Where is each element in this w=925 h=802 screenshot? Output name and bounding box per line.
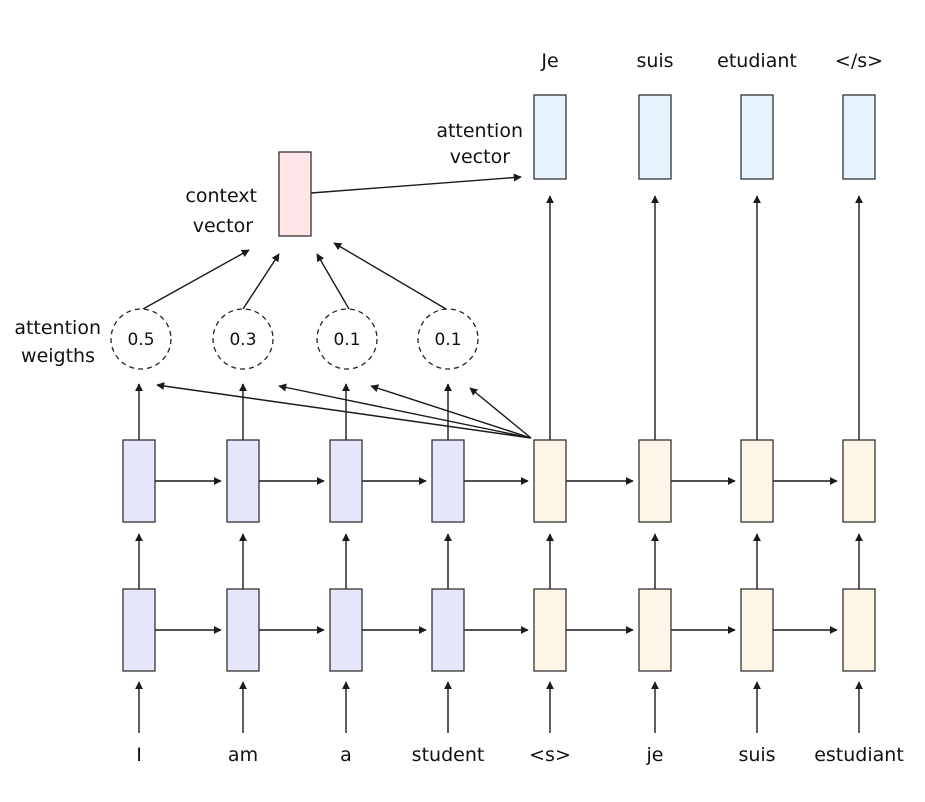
attention-vector-cell (533, 94, 567, 180)
attention-vector-label-line2: vector (450, 146, 510, 168)
attention-weight-circle (417, 308, 479, 370)
weight-to-context-arrow (142, 249, 250, 310)
decoder-cell-layer2 (638, 439, 672, 523)
attention-vector-cell (842, 94, 876, 180)
context-to-attention-vector-arrow (310, 173, 522, 194)
decoder-cell-layer1 (638, 588, 672, 672)
encoder-cell-layer1 (431, 588, 465, 672)
context-vector-label-line1: context (185, 185, 257, 207)
weight-to-context-arrow (333, 242, 447, 310)
source-token: a (340, 744, 352, 766)
source-token: I (136, 744, 142, 766)
output-token: suis (636, 50, 673, 72)
weight-to-context-arrow (316, 253, 350, 310)
encoder-cell-layer1 (122, 588, 156, 672)
score-arrow (278, 383, 532, 439)
encoder-cell-layer2 (122, 439, 156, 523)
encoder-cell-layer1 (329, 588, 363, 672)
decoder-cell-layer2 (740, 439, 774, 523)
decoder-cell-layer1 (740, 588, 774, 672)
score-arrow (156, 382, 532, 439)
attention-weight-circle (110, 308, 172, 370)
source-token: student (412, 744, 485, 766)
attention-weights-label-line2: weigths (21, 345, 95, 367)
attention-weight-value: 0.3 (229, 330, 256, 350)
attention-vector-cell (638, 94, 672, 180)
output-token: etudiant (717, 50, 797, 72)
source-token: am (228, 744, 258, 766)
attention-weight-value: 0.1 (434, 330, 461, 350)
target-input-token: je (646, 744, 664, 766)
encoder-cell-layer2 (431, 439, 465, 523)
decoder-cell-layer2 (842, 439, 876, 523)
decoder-cell-layer1 (533, 588, 567, 672)
attention-weight-circle (212, 308, 274, 370)
edges (135, 173, 863, 733)
nodes (110, 94, 876, 672)
attention-weight-value: 0.1 (333, 330, 360, 350)
target-input-token: suis (738, 744, 775, 766)
encoder-cell-layer2 (329, 439, 363, 523)
decoder-cell-layer2 (533, 439, 567, 523)
attention-vector-cell (740, 94, 774, 180)
context-vector-label-line2: vector (193, 215, 253, 237)
decoder-cell-layer1 (842, 588, 876, 672)
score-arrow (469, 387, 532, 439)
attention-vector-label-line1: attention (436, 120, 523, 142)
attention-weight-circle (316, 308, 378, 370)
encoder-cell-layer2 (226, 439, 260, 523)
attention-weights-label-line1: attention (14, 317, 101, 339)
output-token: </s> (835, 50, 883, 72)
attention-weight-value: 0.5 (127, 330, 154, 350)
weight-to-context-arrow (242, 253, 280, 310)
score-arrow (370, 384, 532, 439)
target-input-token: <s> (529, 744, 571, 766)
encoder-cell-layer1 (226, 588, 260, 672)
target-input-token: estudiant (814, 744, 904, 766)
context-vector-cell (278, 151, 312, 237)
output-token: Je (540, 50, 558, 72)
